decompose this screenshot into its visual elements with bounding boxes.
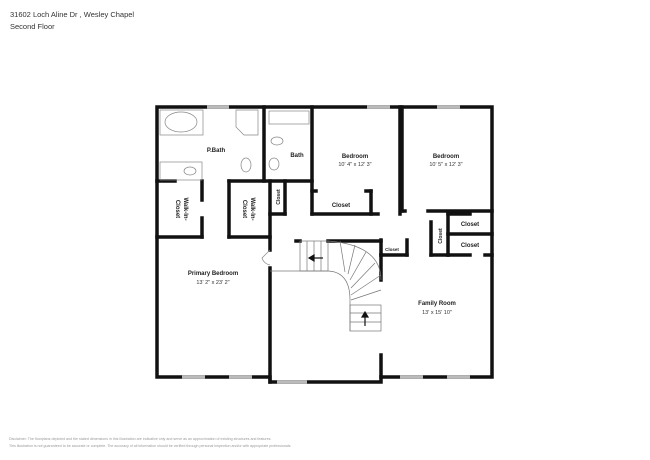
address: 31602 Loch Aline Dr , Wesley Chapel	[10, 10, 135, 19]
family-room-dims: 13' x 15' 10"	[422, 310, 452, 316]
room-bath: Bath	[290, 153, 304, 159]
door-swing	[261, 249, 271, 266]
room-bedroom-1: Bedroom	[342, 154, 368, 160]
walk-in-closet-2-l2: Closet	[241, 200, 247, 218]
bedroom-2-dims: 10' 5" x 12' 3"	[429, 162, 462, 168]
fixtures	[159, 109, 310, 266]
sink	[183, 166, 197, 176]
stair-arrows	[307, 253, 370, 326]
closet-bedroom-1: Closet	[332, 203, 350, 209]
toilet	[240, 157, 252, 173]
closet-stair: Closet	[385, 247, 399, 252]
closet-hall: Closet	[276, 189, 282, 205]
room-pbath: P.Bath	[207, 148, 226, 154]
bath-toilet	[270, 136, 284, 146]
disclaimer-line-2: This illustration is not guaranteed to b…	[9, 444, 292, 448]
shower	[235, 109, 259, 136]
bedroom-1-dims: 10' 4" x 12' 3"	[338, 162, 371, 168]
walk-in-closet-1: Walk-In-	[182, 197, 188, 220]
arrow-left-icon	[307, 253, 315, 263]
staircase	[270, 240, 382, 332]
room-bedroom-2: Bedroom	[433, 154, 459, 160]
arrow-up-icon	[360, 310, 370, 318]
windows	[182, 105, 470, 384]
disclaimer-line-1: Disclaimer: The floorplans depicted and …	[9, 437, 272, 441]
bath-sink	[268, 157, 280, 171]
room-family-room: Family Room	[418, 301, 456, 307]
primary-bedroom-dims: 13' 2" x 23' 2"	[196, 280, 229, 286]
closet-vertical: Closet	[438, 228, 444, 244]
closet-right-1: Closet	[461, 222, 479, 228]
walls	[155, 105, 494, 384]
closet-right-2: Closet	[461, 243, 479, 249]
floor-name: Second Floor	[10, 22, 55, 31]
bathtub	[164, 111, 198, 133]
walk-in-closet-1-l2: Closet	[174, 200, 180, 218]
room-primary-bedroom: Primary Bedroom	[188, 271, 238, 277]
walk-in-closet-2: Walk-In-	[249, 197, 255, 220]
